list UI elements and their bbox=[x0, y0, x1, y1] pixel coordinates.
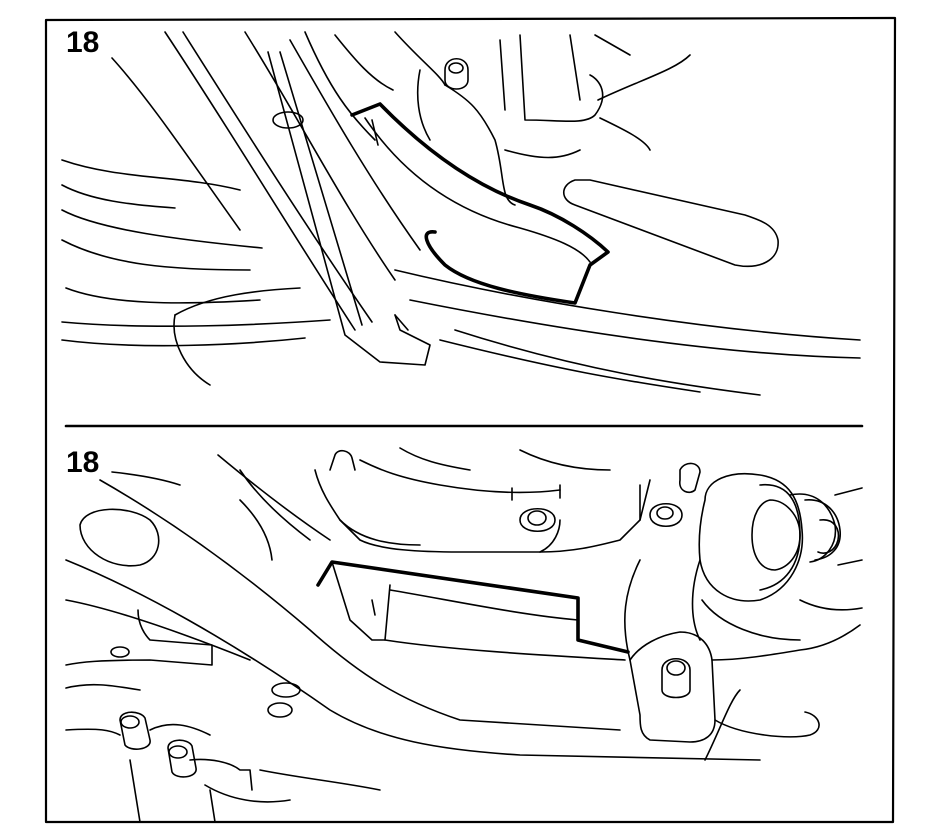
top-panel-label: 18 bbox=[66, 26, 100, 59]
bottom-misc-lines bbox=[65, 499, 381, 823]
top-leader-line bbox=[111, 57, 241, 231]
top-oval-hole bbox=[272, 111, 304, 129]
bottom-round-hole bbox=[79, 508, 160, 567]
top-slot bbox=[562, 179, 779, 267]
top-highlighted-part bbox=[350, 102, 610, 305]
bottom-housing bbox=[314, 447, 701, 553]
bottom-frame-member bbox=[65, 454, 761, 761]
bottom-right-bracket bbox=[624, 559, 861, 761]
bottom-highlighted-part bbox=[316, 560, 630, 661]
bottom-axle-joint bbox=[691, 473, 863, 641]
outer-frame bbox=[44, 16, 897, 824]
bottom-panel bbox=[65, 447, 863, 823]
top-left-lines bbox=[61, 159, 331, 386]
bottom-leader-line bbox=[111, 471, 181, 486]
top-bolt bbox=[444, 57, 469, 90]
bottom-left-bracket bbox=[65, 609, 301, 718]
top-frame-member bbox=[164, 31, 431, 366]
bottom-panel-label: 18 bbox=[66, 446, 100, 479]
top-body-curves bbox=[304, 31, 691, 206]
top-panel bbox=[61, 31, 861, 396]
top-cross-member bbox=[394, 269, 861, 396]
bottom-left-bolts bbox=[119, 711, 291, 823]
